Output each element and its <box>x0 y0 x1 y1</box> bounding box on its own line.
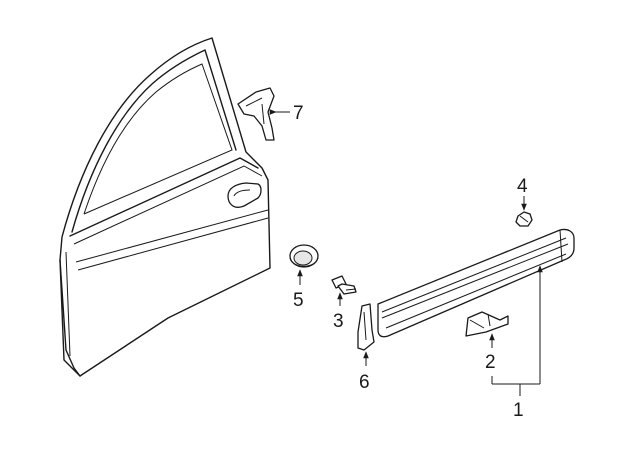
callout-5: 5 <box>293 290 304 311</box>
callout-6: 6 <box>359 372 370 393</box>
part-4-fastener <box>515 196 533 227</box>
part-2-retainer <box>465 311 509 348</box>
callout-4: 4 <box>517 176 528 197</box>
part-6-end-cap <box>357 303 375 366</box>
callout-1: 1 <box>513 400 524 421</box>
callout-2: 2 <box>485 352 496 373</box>
callout-7: 7 <box>293 103 304 124</box>
part-3-clip <box>331 275 357 306</box>
part-5-plug <box>289 244 319 285</box>
leader-bracket-1 <box>491 265 543 396</box>
front-door-shell <box>59 37 271 377</box>
part-1-body-side-molding <box>377 228 575 338</box>
part-7-garnish-bracket <box>237 87 290 141</box>
callout-3: 3 <box>333 311 344 332</box>
